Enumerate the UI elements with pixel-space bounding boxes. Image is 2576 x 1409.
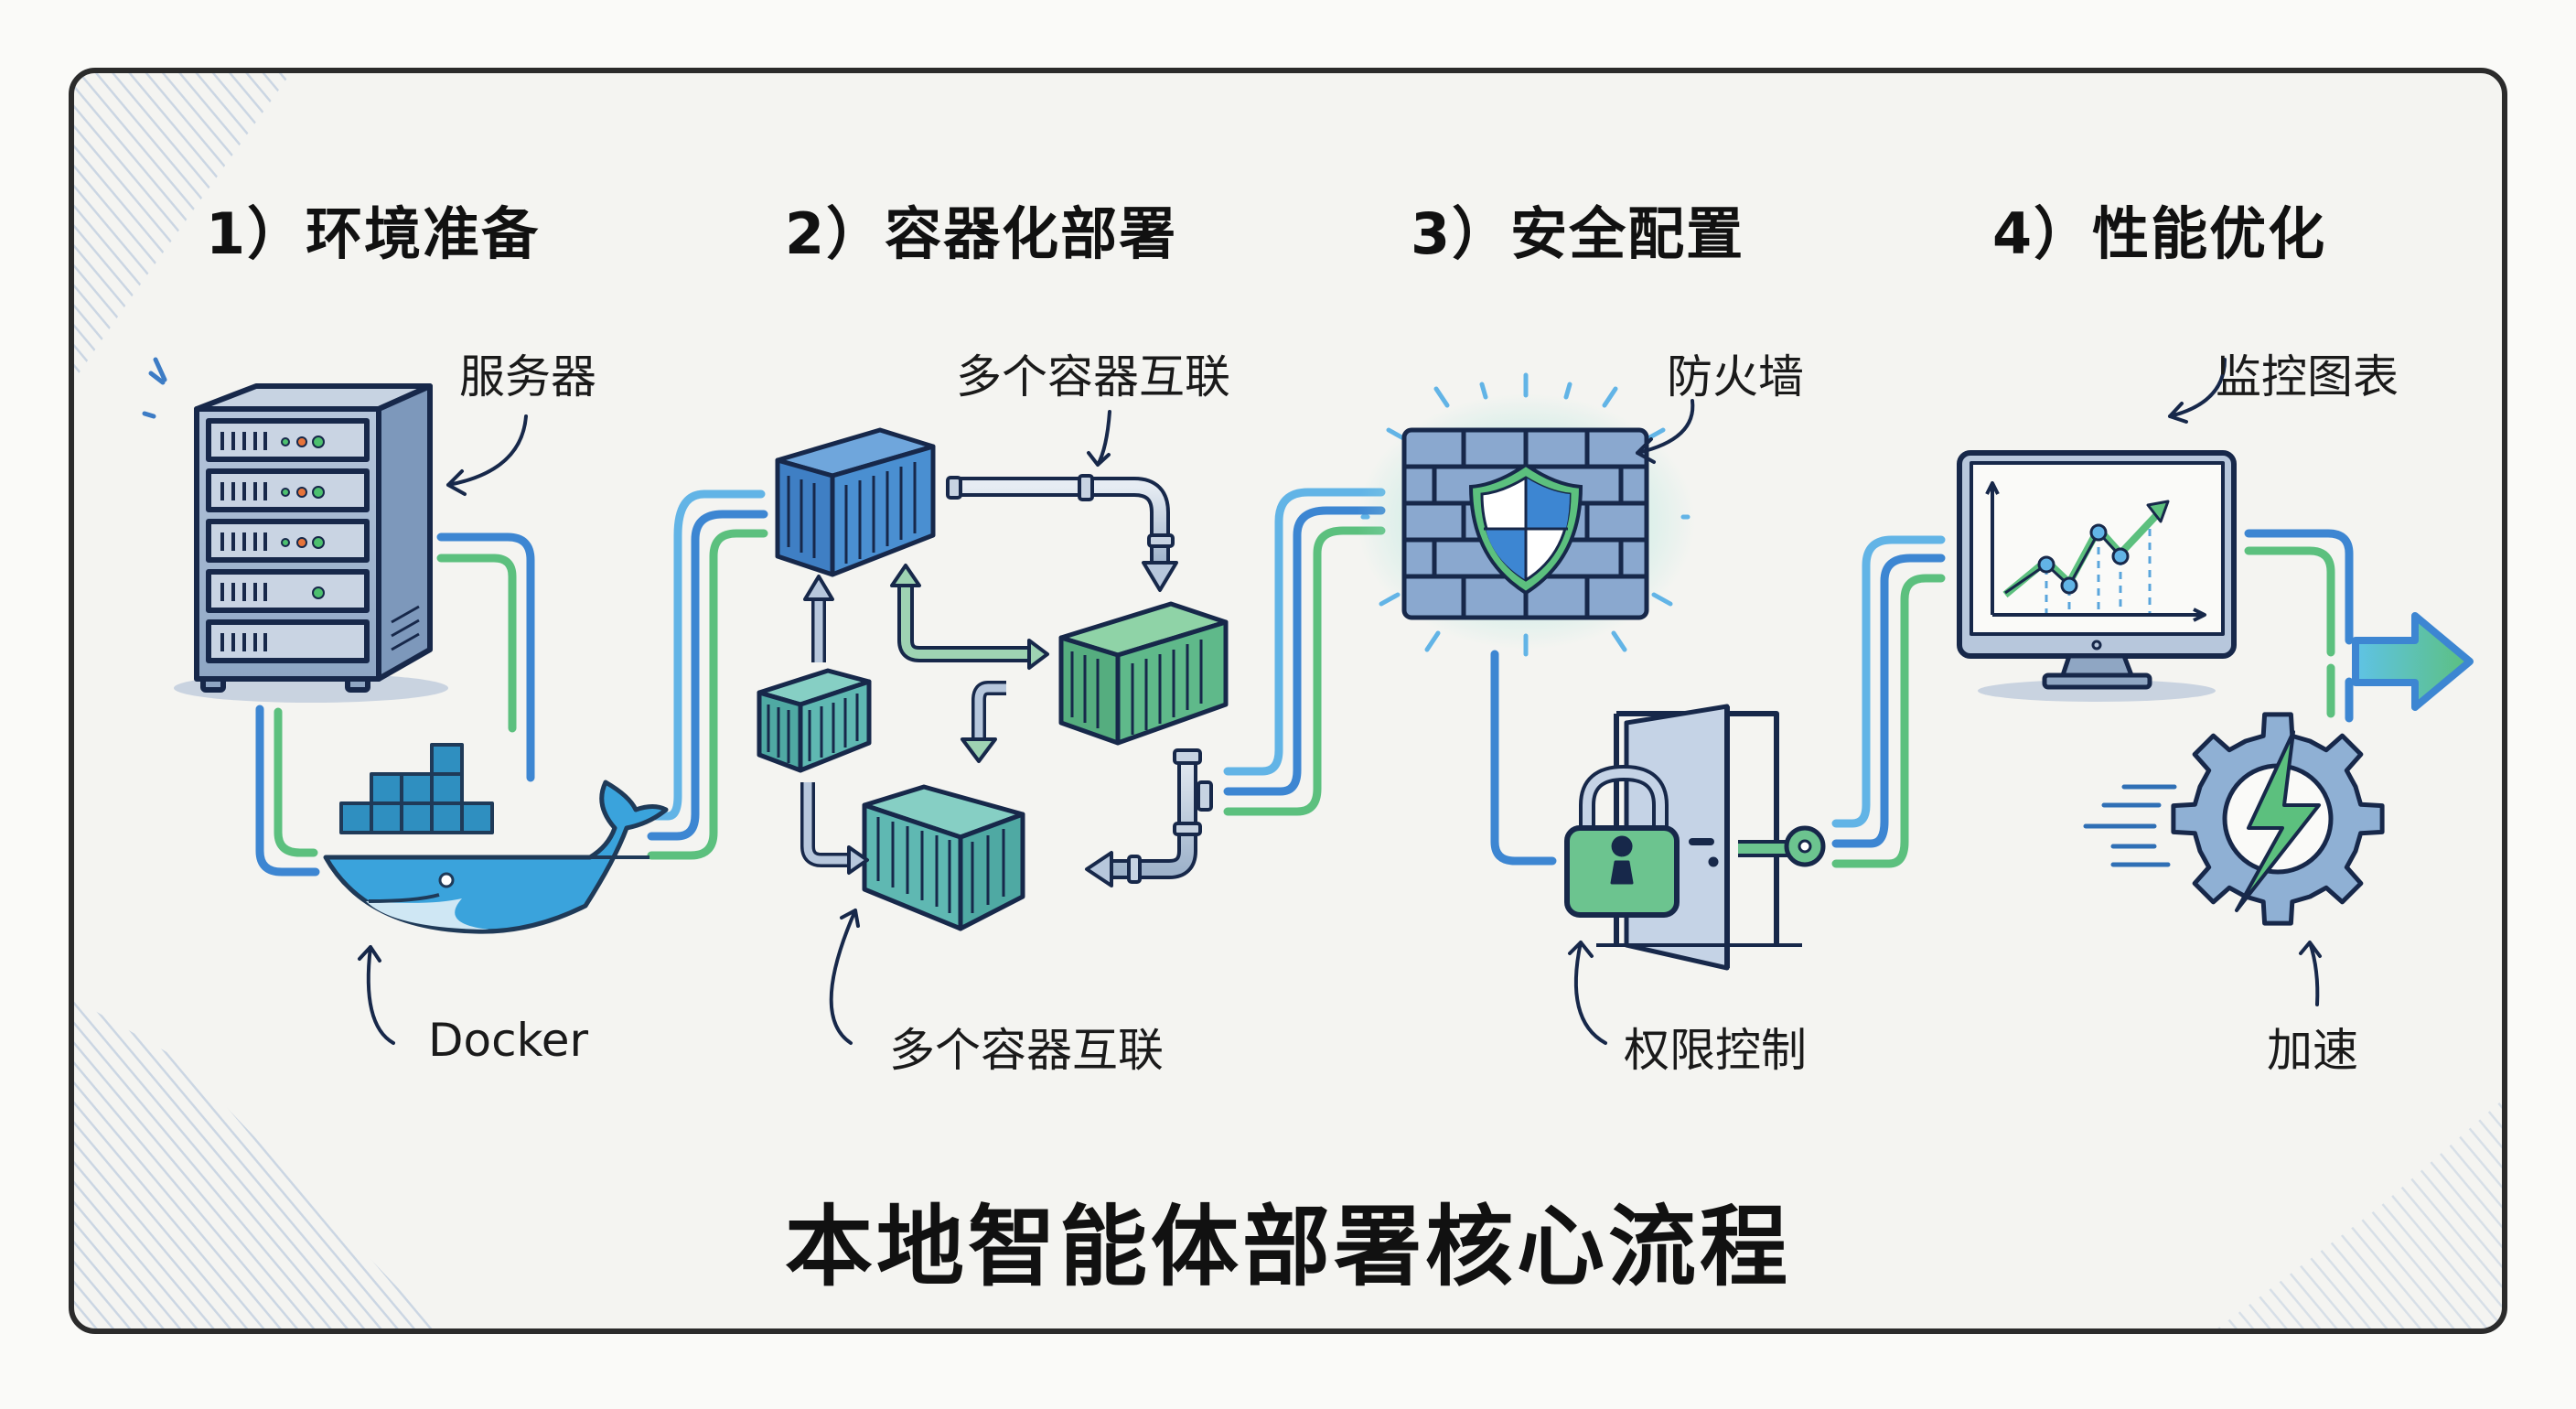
phase-2-title: 2）容器化部署: [785, 188, 1177, 270]
output-arrow-icon: [2352, 612, 2474, 711]
phase-number: 1）: [206, 200, 306, 267]
firewall-icon: [1357, 372, 1695, 657]
callout-server: 服务器: [459, 350, 596, 403]
gear-lightning-icon: [2083, 712, 2385, 926]
callout-monitor: 监控图表: [2216, 350, 2399, 403]
monitor-chart-icon: [1957, 450, 2237, 702]
arrow-icon: [800, 564, 1049, 875]
docker-whale-icon: [323, 743, 669, 934]
callout-containers: 多个容器互联: [889, 1024, 1164, 1077]
phase-4-title: 4）性能优化: [1992, 188, 2326, 270]
phase-label: 安全配置: [1510, 200, 1745, 267]
pipe-icon: [946, 474, 1178, 592]
phase-1-title: 1）环境准备: [206, 188, 540, 270]
callout-pipes: 多个容器互联: [956, 350, 1230, 403]
callout-firewall: 防火墙: [1667, 350, 1804, 403]
shield-icon: [1468, 462, 1583, 596]
pencil-hatching: [71, 70, 2505, 1331]
phase-number: 4）: [1992, 200, 2093, 267]
access-control-icon: [1564, 704, 1826, 971]
connector-lines: [255, 488, 2354, 877]
container-icon: [775, 427, 936, 577]
main-title: 本地智能体部署核心流程: [785, 1196, 1791, 1298]
callout-gear: 加速: [2267, 1024, 2358, 1077]
frame: [69, 68, 2507, 1334]
phase-label: 性能优化: [2092, 200, 2327, 267]
pipe-icon: [1085, 748, 1213, 887]
phase-label: 容器化部署: [885, 200, 1178, 267]
callout-access-control: 权限控制: [1624, 1024, 1807, 1077]
containers-group: [757, 427, 1229, 931]
padlock-icon: [1564, 765, 1680, 918]
phase-3-title: 3）安全配置: [1411, 188, 1744, 270]
phase-label: 环境准备: [306, 200, 541, 267]
phase-number: 2）: [785, 200, 886, 267]
callout-docker: Docker: [428, 1014, 589, 1067]
key-icon: [1738, 825, 1826, 867]
lightning-icon: [2235, 730, 2321, 912]
phase-number: 3）: [1411, 200, 1511, 267]
container-icon: [862, 784, 1025, 931]
server-icon: [142, 357, 448, 703]
container-icon: [1058, 601, 1229, 746]
container-icon: [757, 668, 872, 773]
